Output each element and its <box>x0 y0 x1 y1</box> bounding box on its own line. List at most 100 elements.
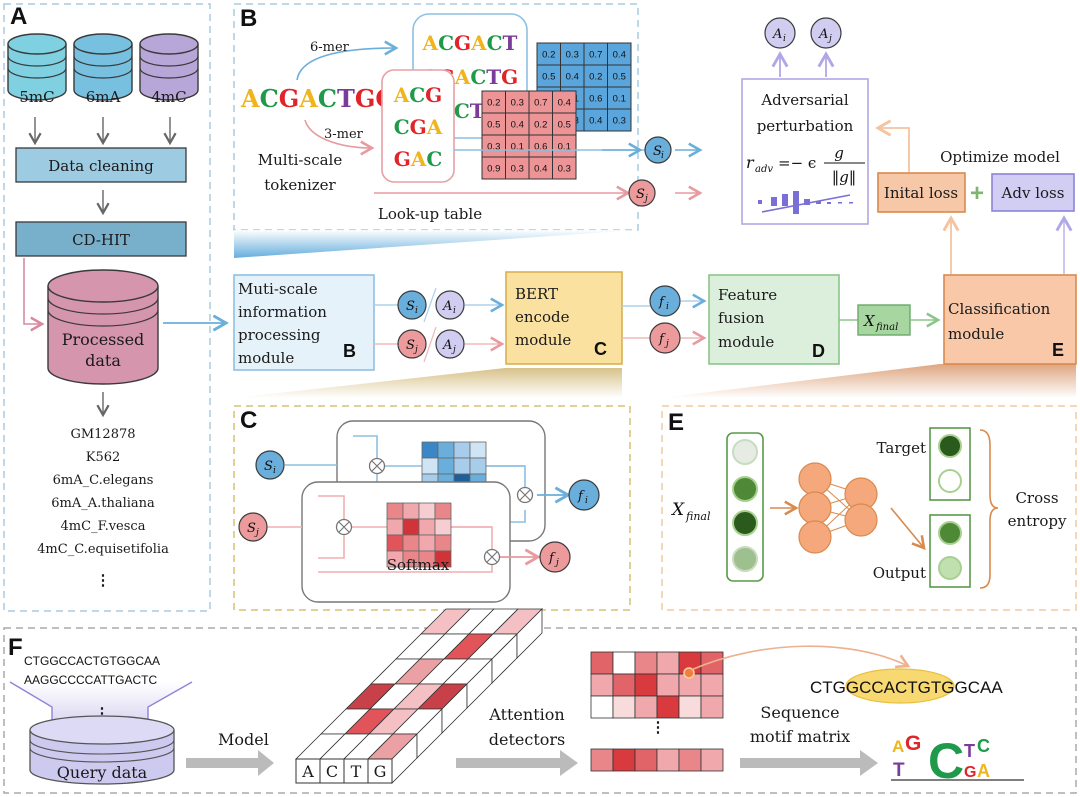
svg-text:j: j <box>413 345 418 355</box>
blue-matrix-value: 0.1 <box>613 94 626 105</box>
dataset-item: GM12878 <box>70 427 135 442</box>
attention-score-cell <box>634 695 658 719</box>
svg-text:j: j <box>664 339 669 349</box>
blue-matrix-value: 0.5 <box>542 72 555 83</box>
fj-node-c: f j <box>539 541 571 573</box>
svg-text:r: r <box>746 153 755 172</box>
svg-text:i: i <box>666 302 669 312</box>
svg-text:=− ϵ: =− ϵ <box>778 154 816 172</box>
attention-score-cell <box>700 673 724 697</box>
panel-b-letter: B <box>240 5 257 32</box>
si-node-pipeline: S i <box>397 290 427 320</box>
data-cleaning-label: Data cleaning <box>48 157 154 175</box>
logo-letter: G <box>905 732 921 755</box>
svg-text:A: A <box>772 27 782 42</box>
blue-matrix-value: 0.2 <box>542 50 555 61</box>
tokenizer-label-2: tokenizer <box>264 176 336 194</box>
adversarial-formula: r adv =− ϵ g ‖g‖ <box>746 144 865 186</box>
query-data-label: Query data <box>57 763 148 782</box>
red-attn-cell <box>402 534 420 552</box>
xfinal-label-e: X <box>670 500 685 520</box>
module-e-line: module <box>948 325 1004 343</box>
blue-attn-cell <box>421 441 439 459</box>
arrow-3mer <box>304 119 375 156</box>
module-b-line: Muti-scale <box>238 280 318 298</box>
svg-text:final: final <box>875 322 898 333</box>
optimize-model-label: Optimize model <box>940 148 1060 166</box>
pipeline-row: Muti-scale information processing module… <box>233 271 1077 371</box>
softmax-label: Softmax <box>387 556 450 574</box>
database-6ma: 6mA <box>73 33 133 106</box>
red-matrix-value: 0.3 <box>511 98 524 109</box>
sj-node-pipeline: S j <box>397 329 427 359</box>
red-attn-cell <box>386 502 404 520</box>
blue-attn-cell <box>453 457 471 475</box>
red-attn-cell <box>386 518 404 536</box>
motif-arrow <box>740 750 878 776</box>
ai-node: A i <box>764 17 796 49</box>
dataset-ellipsis: ⋮ <box>96 571 111 589</box>
model-label: Model <box>218 730 269 749</box>
output-cell <box>938 556 962 580</box>
red-attn-cell <box>402 502 420 520</box>
kmer6-item: ACGACT <box>422 31 518 55</box>
blue-attn-cell <box>469 441 487 459</box>
adversarial-section: A i A j Adversarial perturbation r adv =… <box>741 17 1075 274</box>
cross-entropy-label-2: entropy <box>1008 512 1067 530</box>
svg-text:final: final <box>685 510 711 523</box>
token-label: T <box>351 762 362 781</box>
logo-letter: A <box>892 737 904 756</box>
svg-text:adv: adv <box>755 164 773 175</box>
red-matrix-value: 0.3 <box>511 164 524 175</box>
module-d-line: fusion <box>718 309 765 327</box>
xfinal-box <box>857 304 911 336</box>
module-e-box <box>943 274 1077 365</box>
blue-matrix-value: 0.4 <box>566 72 579 83</box>
panel-a-border <box>3 3 211 612</box>
blue-matrix-value: 0.5 <box>613 72 626 83</box>
database-5mc-label: 5mC <box>19 88 54 106</box>
vector-cell <box>732 546 758 572</box>
module-b-box <box>233 274 375 371</box>
svg-text:g: g <box>834 144 844 162</box>
query-sequence: CTGGCCACTGTGGCAA <box>24 654 160 668</box>
input-sequence: ACGACTGG <box>240 84 396 113</box>
dataset-list: GM12878 K562 6mA_C.elegans 6mA_A.thalian… <box>37 427 169 589</box>
funnel <box>10 682 192 728</box>
svg-text:S: S <box>406 299 415 314</box>
red-matrix-value: 0.9 <box>487 164 500 175</box>
red-attn-cell <box>434 518 452 536</box>
tokenizer-label-1: Multi-scale <box>258 151 343 169</box>
svg-text:i: i <box>661 151 664 161</box>
svg-text:j: j <box>554 558 559 568</box>
module-c-line: encode <box>515 308 570 326</box>
module-b-line: information <box>238 303 327 321</box>
arrow-6mer <box>296 40 399 81</box>
svg-text:j: j <box>827 34 832 44</box>
module-d-line: Feature <box>718 286 777 304</box>
attention-label-1: Attention <box>488 705 564 724</box>
red-matrix-value: 0.3 <box>487 142 500 153</box>
attention-score-cell <box>612 748 636 772</box>
si-node-c: S i <box>255 450 285 480</box>
red-matrix-value: 0.6 <box>534 142 547 153</box>
svg-text:S: S <box>653 144 662 159</box>
attention-heatmap-j <box>386 502 452 568</box>
tensor-side <box>516 608 543 659</box>
svg-text:‖g‖: ‖g‖ <box>832 168 857 186</box>
red-attn-cell <box>386 534 404 552</box>
svg-text:j: j <box>451 345 456 355</box>
svg-text:i: i <box>585 496 588 506</box>
processed-data-label-1: Processed <box>62 330 145 349</box>
highlighted-sequence: CTGGCCACTGTGGCAA <box>810 678 1003 697</box>
target-label: Target <box>877 439 926 457</box>
dataset-item: 6mA_C.elegans <box>53 473 154 488</box>
kmer3-box <box>381 69 455 183</box>
dataset-item: 6mA_A.thaliana <box>51 496 155 511</box>
blue-attn-cell <box>469 457 487 475</box>
kmer3-item: GAC <box>394 147 443 171</box>
svg-text:i: i <box>273 466 276 476</box>
red-matrix-value: 0.4 <box>534 164 547 175</box>
